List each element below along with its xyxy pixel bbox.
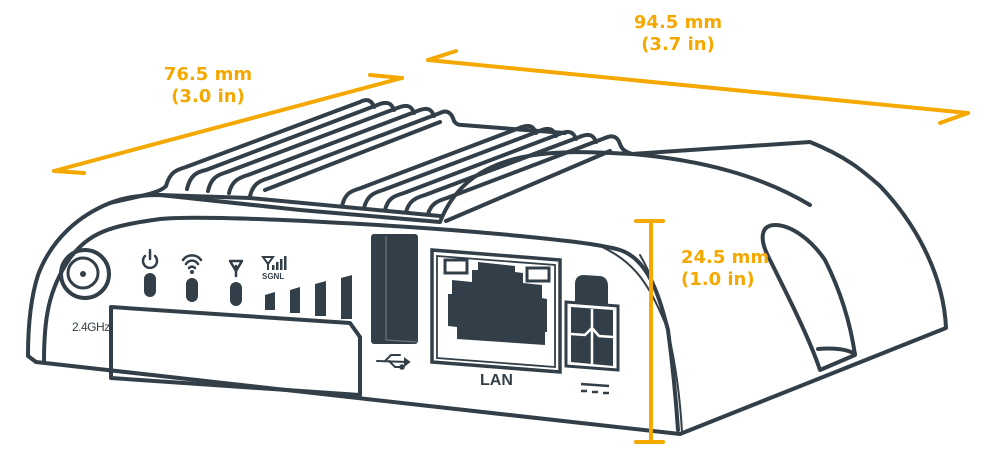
heatsink-fins-left [164,98,567,198]
depth-dimension-line [52,73,404,175]
depth-dimension-label: 76.5 mm (3.0 in) [158,64,258,108]
antenna-connector [59,248,111,300]
depth-in: (3.0 in) [171,86,245,107]
width-dimension-label: 94.5 mm (3.7 in) [628,12,728,56]
depth-mm: 76.5 mm [163,64,253,85]
side-vent-slot [760,223,857,372]
width-mm: 94.5 mm [633,12,723,33]
dc-power-icon [580,382,610,395]
device-body-outline [26,140,948,436]
usb-port [371,234,419,344]
height-dimension-line [634,219,665,444]
height-mm: 24.5 mm [681,247,770,268]
dc-power-port [564,275,620,372]
signal-bars-icon [261,256,287,270]
wifi-icon [181,254,203,274]
antenna-frequency-label: 2.4GHz [72,320,110,334]
label-panel [109,305,362,397]
height-dimension-label: 24.5 mm (1.0 in) [681,247,769,291]
height-in: (1.0 in) [681,269,755,290]
signal-label: SGNL [262,272,285,281]
usb-icon [376,354,411,370]
power-icon [141,248,159,270]
width-dimension-line [426,49,970,125]
indicator-leds [144,273,242,306]
antenna-icon [228,259,244,278]
heatsink-fins-right [340,123,634,223]
lan-port [430,248,562,374]
signal-strength-bars [265,275,352,319]
width-in: (3.7 in) [641,34,715,55]
lan-port-label: LAN [480,372,513,389]
